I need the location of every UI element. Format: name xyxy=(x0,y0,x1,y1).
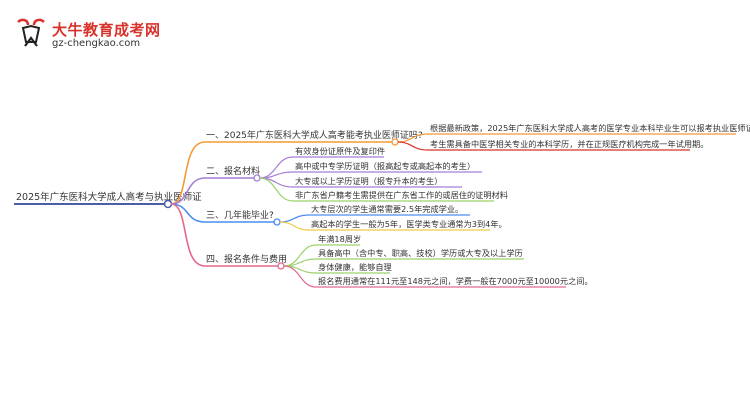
edge-root-branch1 xyxy=(170,141,206,205)
branch3-label[interactable]: 三、几年能毕业? xyxy=(206,209,274,221)
branch2-label[interactable]: 二、报名材料 xyxy=(206,165,260,177)
edge-branch4-child4 xyxy=(283,265,566,288)
branch2-connector xyxy=(253,174,261,182)
branch4-label[interactable]: 四、报名条件与费用 xyxy=(206,253,287,265)
edge-branch3-child2 xyxy=(279,221,490,231)
branch2-child3[interactable]: 大专或以上学历证明（报专升本的考生） xyxy=(295,176,442,186)
branch1-label[interactable]: 一、2025年广东医科大学成人高考能考执业医师证吗? xyxy=(206,129,423,141)
edge-branch1-child2 xyxy=(397,141,690,151)
edge-root-branch4 xyxy=(170,203,206,267)
edge-root-branch2 xyxy=(170,177,206,205)
site-logo[interactable]: 大牛教育成考网 gz-chengkao.com xyxy=(14,16,164,56)
branch1-child2[interactable]: 考生需具备中医学相关专业的本科学历，并在正规医疗机构完成一年试用期。 xyxy=(430,139,708,149)
logo-url: gz-chengkao.com xyxy=(52,38,141,49)
branch3-connector xyxy=(273,218,281,226)
root-node[interactable]: 2025年广东医科大学成人高考与执业医师证 xyxy=(16,191,202,203)
root-connector xyxy=(163,199,173,209)
edge-branch2-child4 xyxy=(259,177,494,202)
branch4-connector xyxy=(277,262,285,270)
branch1-child1[interactable]: 根据最新政策，2025年广东医科大学成人高考的医学专业本科毕业生可以报考执业医师… xyxy=(430,123,750,133)
branch4-child2[interactable]: 具备高中（含中专、职高、技校）学历或大专及以上学历 xyxy=(318,248,523,258)
branch2-child1[interactable]: 有效身份证原件及复印件 xyxy=(295,146,385,156)
bull-logo-icon xyxy=(17,18,45,47)
branch3-child1[interactable]: 大专层次的学生通常需要2.5年完成学业。 xyxy=(311,204,463,214)
branch3-child2[interactable]: 高起本的学生一般为5年，医学类专业通常为3到4年。 xyxy=(311,219,507,229)
branch4-child3[interactable]: 身体健康，能够自理 xyxy=(318,262,392,272)
branch1-connector xyxy=(391,138,399,146)
branch2-child2[interactable]: 高中或中专学历证明（报高起专或高起本的考生） xyxy=(295,161,475,171)
branch4-child1[interactable]: 年满18周岁 xyxy=(318,234,361,244)
branch2-child4[interactable]: 非广东省户籍考生需提供在广东省工作的或居住的证明材料 xyxy=(295,190,508,200)
branch4-child4[interactable]: 报名费用通常在111元至148元之间，学费一般在7000元至10000元之间。 xyxy=(318,276,593,286)
logo-title: 大牛教育成考网 xyxy=(52,21,161,39)
